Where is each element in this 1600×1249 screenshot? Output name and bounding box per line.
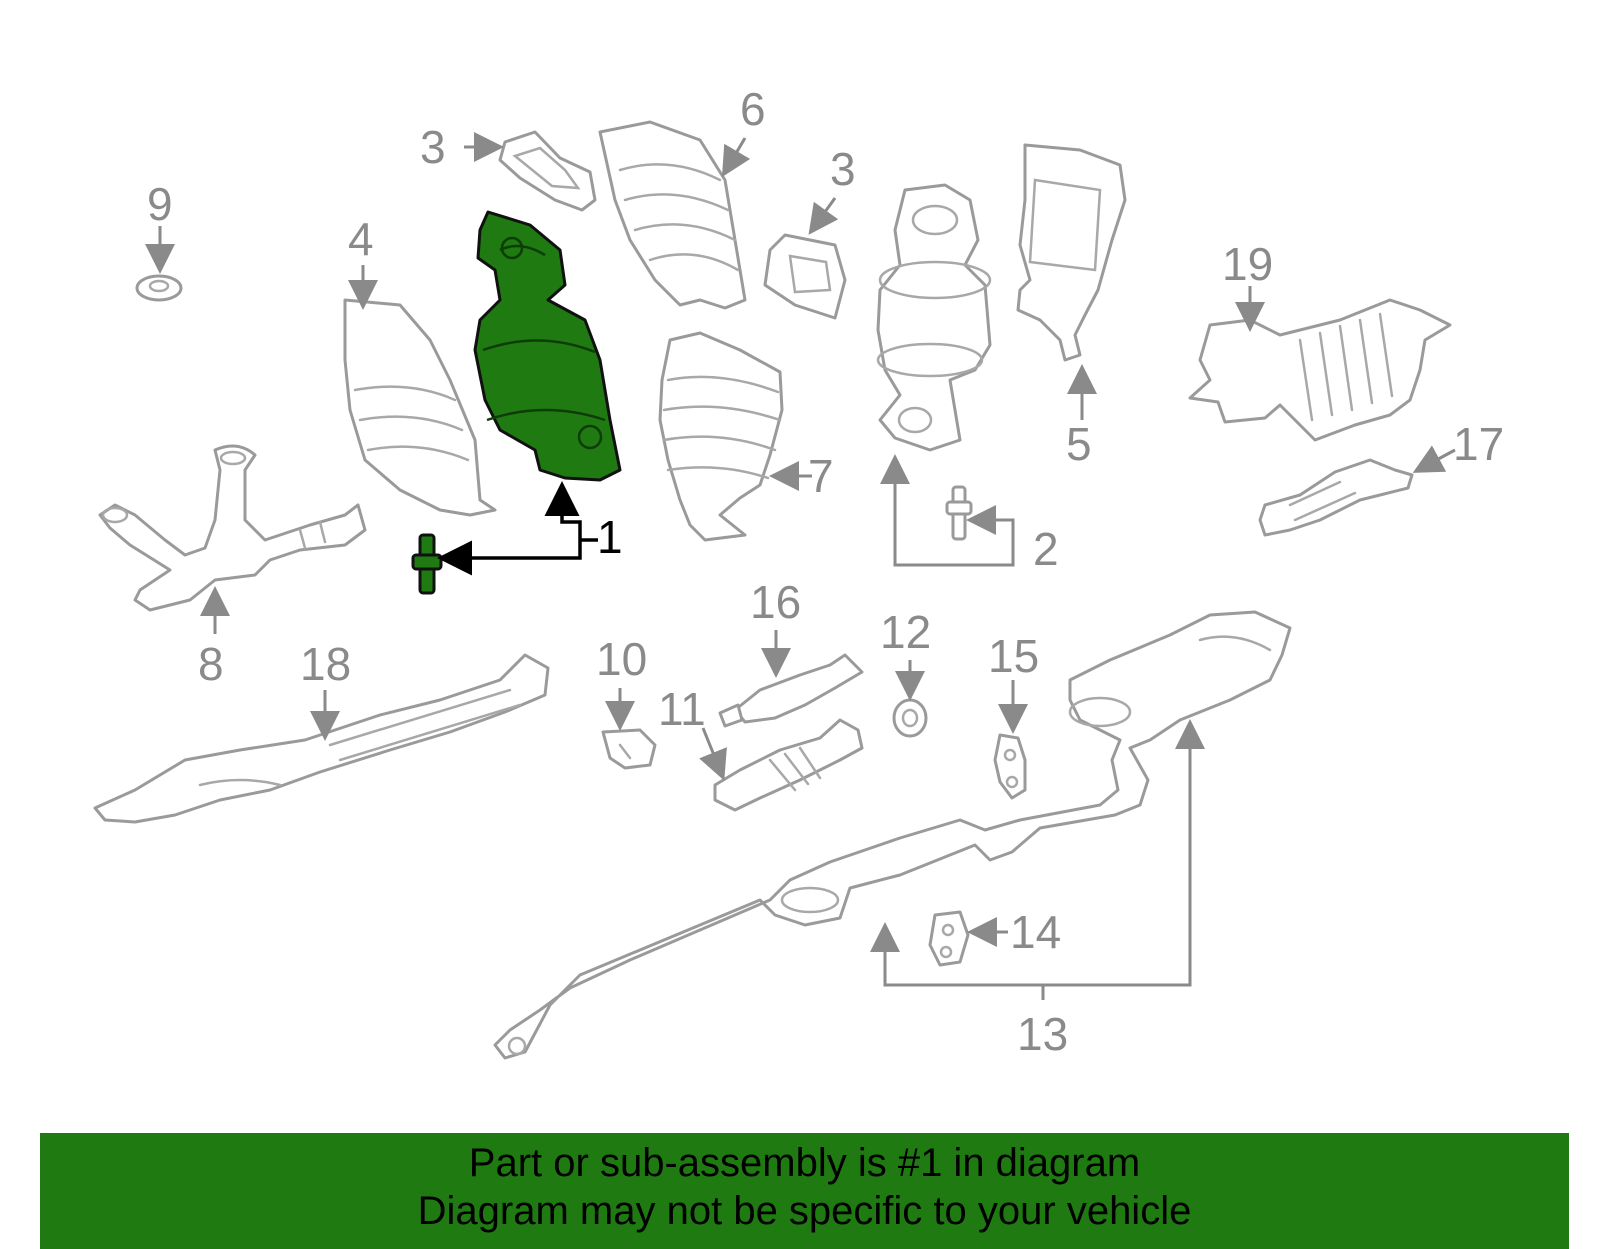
callout-14: 14 (1010, 906, 1061, 958)
exhaust-parts-diagram: 1 2 3 3 4 5 6 7 8 9 10 11 12 13 14 15 16… (93, 83, 1504, 1060)
banner-line-1: Part or sub-assembly is #1 in diagram (468, 1141, 1141, 1185)
callout-17: 17 (1453, 418, 1504, 470)
callout-19: 19 (1222, 238, 1273, 290)
callout-1: 1 (597, 511, 623, 563)
part-11-converter[interactable] (713, 718, 864, 812)
part-3-gasket-front[interactable] (498, 130, 597, 212)
callout-7: 7 (808, 450, 834, 502)
part-13-muffler-assembly[interactable] (493, 610, 1292, 1060)
callout-9: 9 (147, 178, 173, 230)
part-1-stud-bolt[interactable] (411, 533, 443, 595)
leader-lines (145, 132, 1456, 1000)
callout-16: 16 (750, 576, 801, 628)
callout-6: 6 (740, 83, 766, 135)
part-10-clip[interactable] (601, 728, 657, 770)
part-12-grommet[interactable] (892, 698, 928, 738)
part-16-sensor[interactable] (718, 653, 864, 728)
part-15-hanger[interactable] (993, 733, 1027, 800)
callout-2: 2 (1033, 523, 1059, 575)
part-2-stud-bolt[interactable] (945, 485, 973, 541)
callout-4: 4 (348, 213, 374, 265)
callout-labels: 1 2 3 3 4 5 6 7 8 9 10 11 12 13 14 15 16… (147, 83, 1504, 1060)
part-7-heat-shield-lower[interactable] (658, 331, 784, 542)
part-8-front-pipe[interactable] (98, 444, 367, 612)
banner-line-2: Diagram may not be specific to your vehi… (417, 1189, 1192, 1233)
part-19-heat-shield[interactable] (1188, 298, 1452, 442)
info-banner: Part or sub-assembly is #1 in diagram Di… (40, 1133, 1569, 1249)
callout-5: 5 (1066, 418, 1092, 470)
callout-8: 8 (198, 638, 224, 690)
callout-3-right: 3 (830, 143, 856, 195)
part-14-hanger[interactable] (928, 910, 970, 967)
callout-13: 13 (1017, 1008, 1068, 1060)
part-6-heat-shield-upper[interactable] (598, 120, 747, 310)
part-2-catalytic-converter-rear[interactable] (876, 183, 992, 452)
part-5-heat-shield-right[interactable] (1016, 143, 1127, 362)
callout-18: 18 (300, 638, 351, 690)
part-4-heat-shield-left[interactable] (343, 298, 497, 517)
callout-15: 15 (988, 630, 1039, 682)
part-17-heat-shield[interactable] (1258, 458, 1414, 537)
callout-10: 10 (596, 633, 647, 685)
callout-11: 11 (658, 683, 706, 735)
part-1-catalytic-converter[interactable] (473, 210, 622, 482)
part-9-washer[interactable] (135, 274, 183, 302)
callout-12: 12 (880, 606, 931, 658)
part-3-gasket-rear[interactable] (763, 233, 847, 320)
callout-3-left: 3 (420, 121, 446, 173)
